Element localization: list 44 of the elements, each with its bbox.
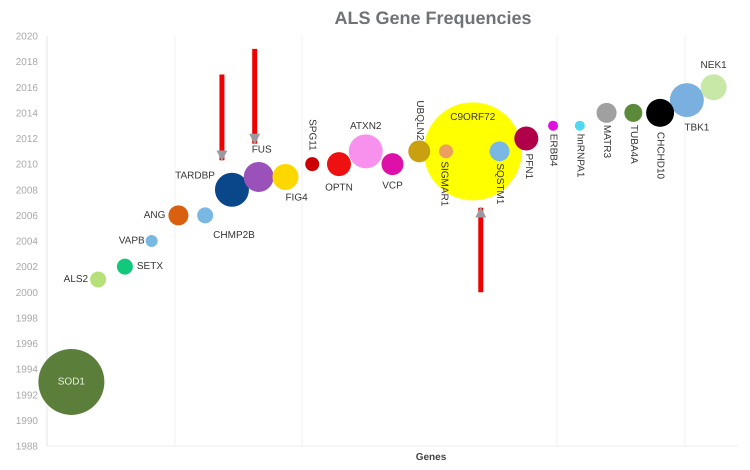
point-label: FUS	[252, 144, 272, 156]
point-label: OPTN	[325, 182, 353, 194]
axis-tick-label: 2008	[16, 185, 38, 196]
point-label: TUBA4A	[628, 124, 639, 164]
axis-tick-label: 2020	[16, 32, 38, 42]
point-label: SQSTM1	[494, 163, 506, 204]
axis-tick-label: 2014	[16, 108, 38, 120]
point-label: hnRNPA1	[574, 134, 586, 178]
axis-tick-label: 1998	[16, 313, 38, 324]
axis-tick-label: 2002	[16, 262, 38, 274]
point-label: TARDBP	[175, 170, 215, 182]
point-label: TBK1	[684, 122, 710, 134]
point-label: MATR3	[601, 124, 612, 158]
axis-tick-label: 1990	[16, 416, 38, 427]
point-label: ANG	[144, 210, 166, 221]
point-label: VCP	[382, 180, 403, 192]
point-label: ERBB4	[548, 134, 559, 166]
point-label: ATXN2	[350, 120, 382, 132]
point-label: NEK1	[700, 60, 727, 71]
axis-tick-label: 2010	[16, 160, 38, 171]
point-label: ALS2	[64, 274, 88, 285]
point-label: UBQLN2	[414, 100, 425, 140]
axis-tick-label: 2006	[16, 210, 38, 222]
axis-tick-label: 2000	[16, 288, 38, 299]
axis-title: Genes	[416, 452, 446, 463]
axis-tick-label: 2016	[16, 82, 38, 94]
axis-tick-label: 1996	[16, 339, 38, 350]
axis-tick-label: 2004	[16, 236, 38, 248]
point-label: C9ORF72	[450, 112, 496, 123]
point-label: PFN1	[522, 154, 534, 180]
point-label: FIG4	[285, 192, 308, 204]
point-label: VAPB	[118, 236, 145, 246]
point-label: SOD1	[58, 376, 85, 388]
point-label: CHMP2B	[213, 230, 255, 241]
axis-tick-label: 1994	[16, 364, 38, 376]
point-label: SETX	[136, 261, 164, 272]
point-label: SPG11	[306, 119, 318, 151]
point-label: CHCHD10	[654, 132, 666, 180]
axis-tick-label: 1988	[16, 442, 38, 452]
point-label: SIGMAR1	[438, 161, 450, 206]
axis-tick-label: 1992	[16, 390, 38, 402]
chart-title: ALS Gene Frequencies	[334, 8, 532, 28]
axis-tick-label: 2018	[16, 57, 38, 68]
axis-tick-label: 2012	[16, 134, 38, 145]
